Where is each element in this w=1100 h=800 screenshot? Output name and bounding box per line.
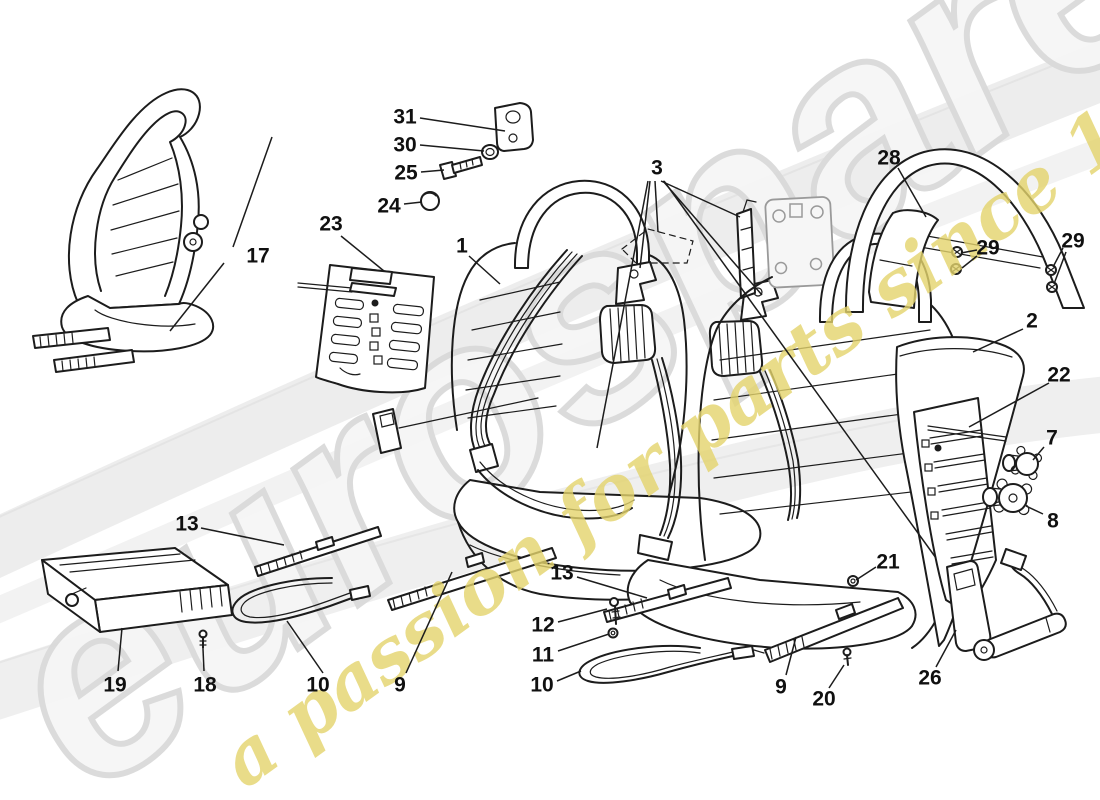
part-label-29: 29 <box>1061 230 1084 253</box>
part-label-30: 30 <box>393 134 416 157</box>
leader-line-part-22 <box>968 382 1050 428</box>
leader-line-part-30 <box>419 144 485 152</box>
leader-line-part-28 <box>897 167 927 218</box>
leader-line-part-12 <box>557 608 608 623</box>
part-label-1: 1 <box>456 235 468 258</box>
leader-line-part-11 <box>557 633 610 652</box>
leader-line-part-3 <box>654 180 659 233</box>
leader-line-part-13 <box>576 576 648 599</box>
leader-line-part-3 <box>662 180 763 296</box>
leader-line-part-3 <box>663 180 937 559</box>
leader-line-part-19 <box>117 627 123 672</box>
leader-line-part-10 <box>556 670 582 682</box>
leader-line-part-3 <box>660 180 741 218</box>
part-label-11: 11 <box>532 644 555 667</box>
leader-line-part-1 <box>468 255 501 285</box>
leader-line-part-25 <box>420 169 445 173</box>
box-19-art <box>41 547 233 633</box>
leader-line-part-29 <box>961 255 978 269</box>
screw-18-art <box>198 629 208 649</box>
part-label-24: 24 <box>377 195 401 218</box>
part-label-10: 10 <box>306 674 329 697</box>
leader-line-part-9 <box>785 636 797 676</box>
buckle-26-art <box>946 548 1067 661</box>
leader-line-part-3 <box>639 180 651 269</box>
part-label-18: 18 <box>193 674 217 697</box>
leader-line-part-31 <box>419 117 506 132</box>
leader-line-part-29 <box>1052 247 1064 268</box>
roll-hoop-28-art <box>844 148 1085 313</box>
leader-line-part-7 <box>1032 446 1045 461</box>
part-label-21: 21 <box>876 551 900 574</box>
part-label-10: 10 <box>530 674 553 697</box>
leader-line-part-20 <box>828 664 845 689</box>
leader-line-part-2 <box>972 328 1024 353</box>
leader-line-part-23 <box>340 235 385 272</box>
part-label-23: 23 <box>319 213 342 236</box>
part-label-19: 19 <box>103 674 126 697</box>
part-label-26: 26 <box>918 667 941 690</box>
part-label-9: 9 <box>775 676 787 699</box>
knob-7-art <box>1002 445 1042 481</box>
leader-line-part-29 <box>1053 251 1067 285</box>
leader-line-part-18 <box>202 648 205 672</box>
rail-group-center-art <box>578 575 904 684</box>
washer-30-art <box>481 144 499 160</box>
part-label-13: 13 <box>175 513 198 536</box>
part-label-20: 20 <box>812 688 835 711</box>
part-label-28: 28 <box>877 147 901 170</box>
rail-group-left-art <box>231 526 557 624</box>
part-label-22: 22 <box>1047 364 1070 387</box>
part-label-31: 31 <box>393 106 417 129</box>
leader-line-part-29 <box>960 249 978 254</box>
part-label-7: 7 <box>1046 427 1058 450</box>
cap-24-art <box>420 191 440 211</box>
leader-line-part-26 <box>935 629 957 668</box>
part-label-3: 3 <box>651 157 663 180</box>
part-label-2: 2 <box>1026 310 1038 333</box>
leader-line-part-24 <box>403 201 423 205</box>
leader-line-part-17 <box>169 262 225 332</box>
part-label-12: 12 <box>531 614 554 637</box>
belt-retractor-left-art <box>599 261 683 561</box>
knob-8-art <box>982 478 1033 515</box>
part-label-13: 13 <box>550 562 573 585</box>
leader-line-part-10 <box>286 620 324 674</box>
part-label-8: 8 <box>1047 510 1059 533</box>
part-label-17: 17 <box>246 245 269 268</box>
bolt-25-art <box>439 156 483 180</box>
leader-line-part-3 <box>596 180 649 449</box>
part-label-9: 9 <box>394 674 406 697</box>
leader-line-part-9 <box>405 571 453 674</box>
anchor-plate-31-art <box>494 102 534 152</box>
panel-23-art <box>297 264 435 394</box>
part-label-25: 25 <box>394 162 418 185</box>
screws-29-art <box>950 246 1058 293</box>
seat-front-left-art <box>450 179 762 601</box>
leader-line-part-21 <box>855 566 877 581</box>
leader-line-part-8 <box>1025 505 1044 515</box>
part-label-29: 29 <box>976 237 999 260</box>
mounting-plate-art <box>764 196 836 289</box>
leader-line-part-13 <box>200 527 285 546</box>
leader-line-part-17 <box>232 136 273 248</box>
seat-17-art <box>32 88 215 373</box>
buckle-left-art <box>372 397 539 454</box>
